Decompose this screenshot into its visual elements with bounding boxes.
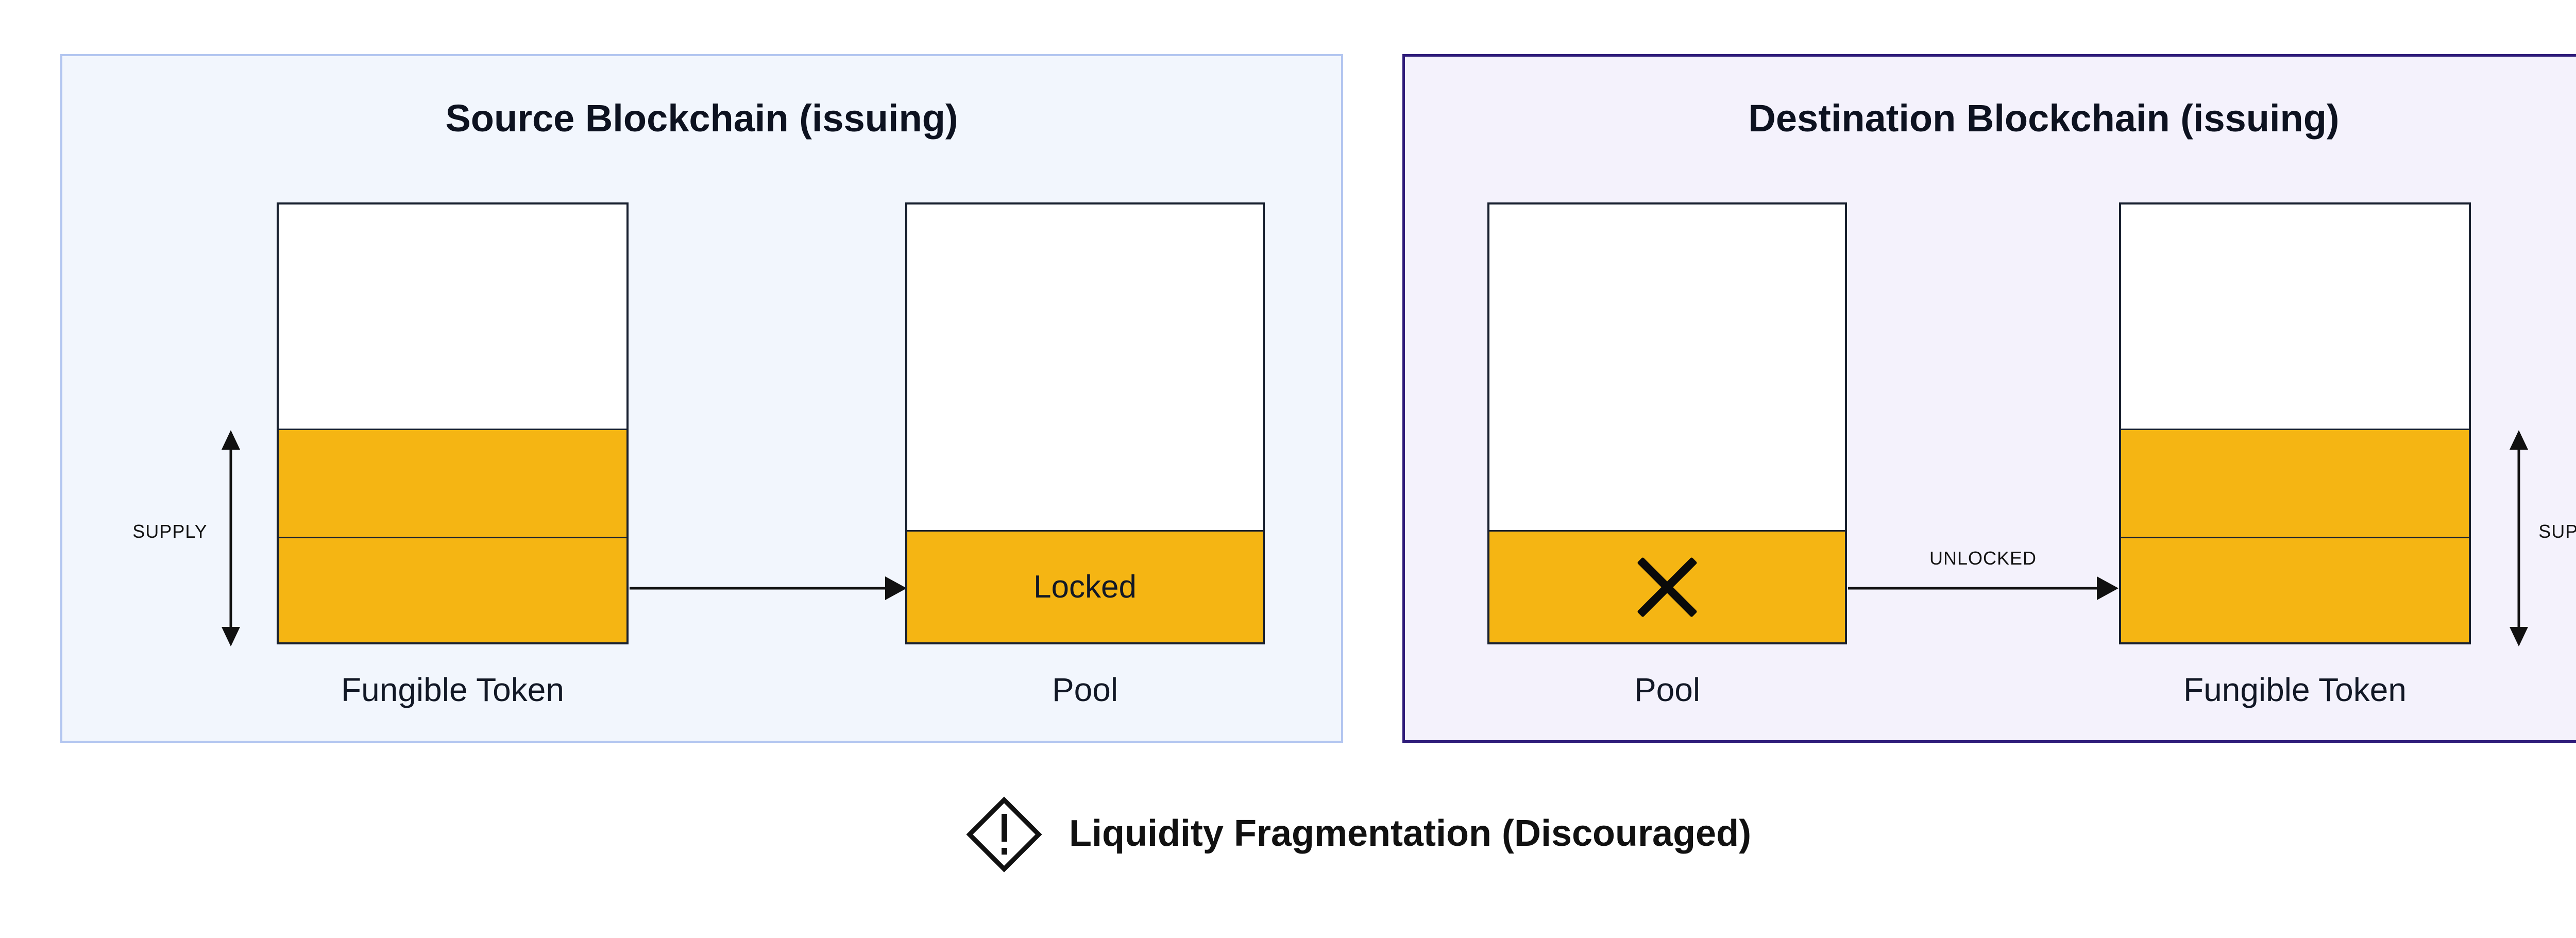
source-pool-bar: Locked <box>905 202 1265 644</box>
source-panel-title: Source Blockchain (issuing) <box>445 97 958 140</box>
destination-panel-title: Destination Blockchain (issuing) <box>1748 97 2340 140</box>
source-fungible-token-bar <box>277 202 629 644</box>
destination-pool-label: Pool <box>1634 671 1701 708</box>
double-arrow-vertical-icon <box>222 430 240 646</box>
destination-fungible-token-bar <box>2119 202 2471 644</box>
destination-pool-bar <box>1487 202 1847 644</box>
unlocked-label: UNLOCKED <box>1929 548 2037 569</box>
bar-supply-segment-top <box>2121 429 2469 537</box>
source-supply-label: SUPPLY <box>132 521 208 542</box>
bar-supply-segment-bottom <box>2121 537 2469 642</box>
bar-empty-segment <box>907 204 1263 530</box>
exclamation-bar <box>1002 814 1007 842</box>
bar-supply-segment-bottom <box>279 537 626 642</box>
bar-empty-segment <box>1489 204 1845 530</box>
bar-empty-segment <box>2121 204 2469 429</box>
destination-supply-label: SUPPLY <box>2538 521 2576 542</box>
bar-locked-segment: Locked <box>907 530 1263 642</box>
lock-arrow-right-icon <box>630 576 907 600</box>
bar-supply-segment-top <box>279 429 626 537</box>
locked-text: Locked <box>1033 569 1137 605</box>
x-mark-icon <box>1629 549 1706 626</box>
source-pool-label: Pool <box>1052 671 1118 708</box>
unlock-arrow-right-icon <box>1848 576 2119 600</box>
exclamation-dot <box>1002 848 1007 855</box>
source-fungible-token-label: Fungible Token <box>341 671 564 708</box>
double-arrow-vertical-icon <box>2510 430 2528 646</box>
caption-text: Liquidity Fragmentation (Discouraged) <box>1069 812 1752 854</box>
bar-empty-segment <box>279 204 626 429</box>
warning-diamond-icon <box>965 796 1043 873</box>
destination-fungible-token-label: Fungible Token <box>2183 671 2406 708</box>
